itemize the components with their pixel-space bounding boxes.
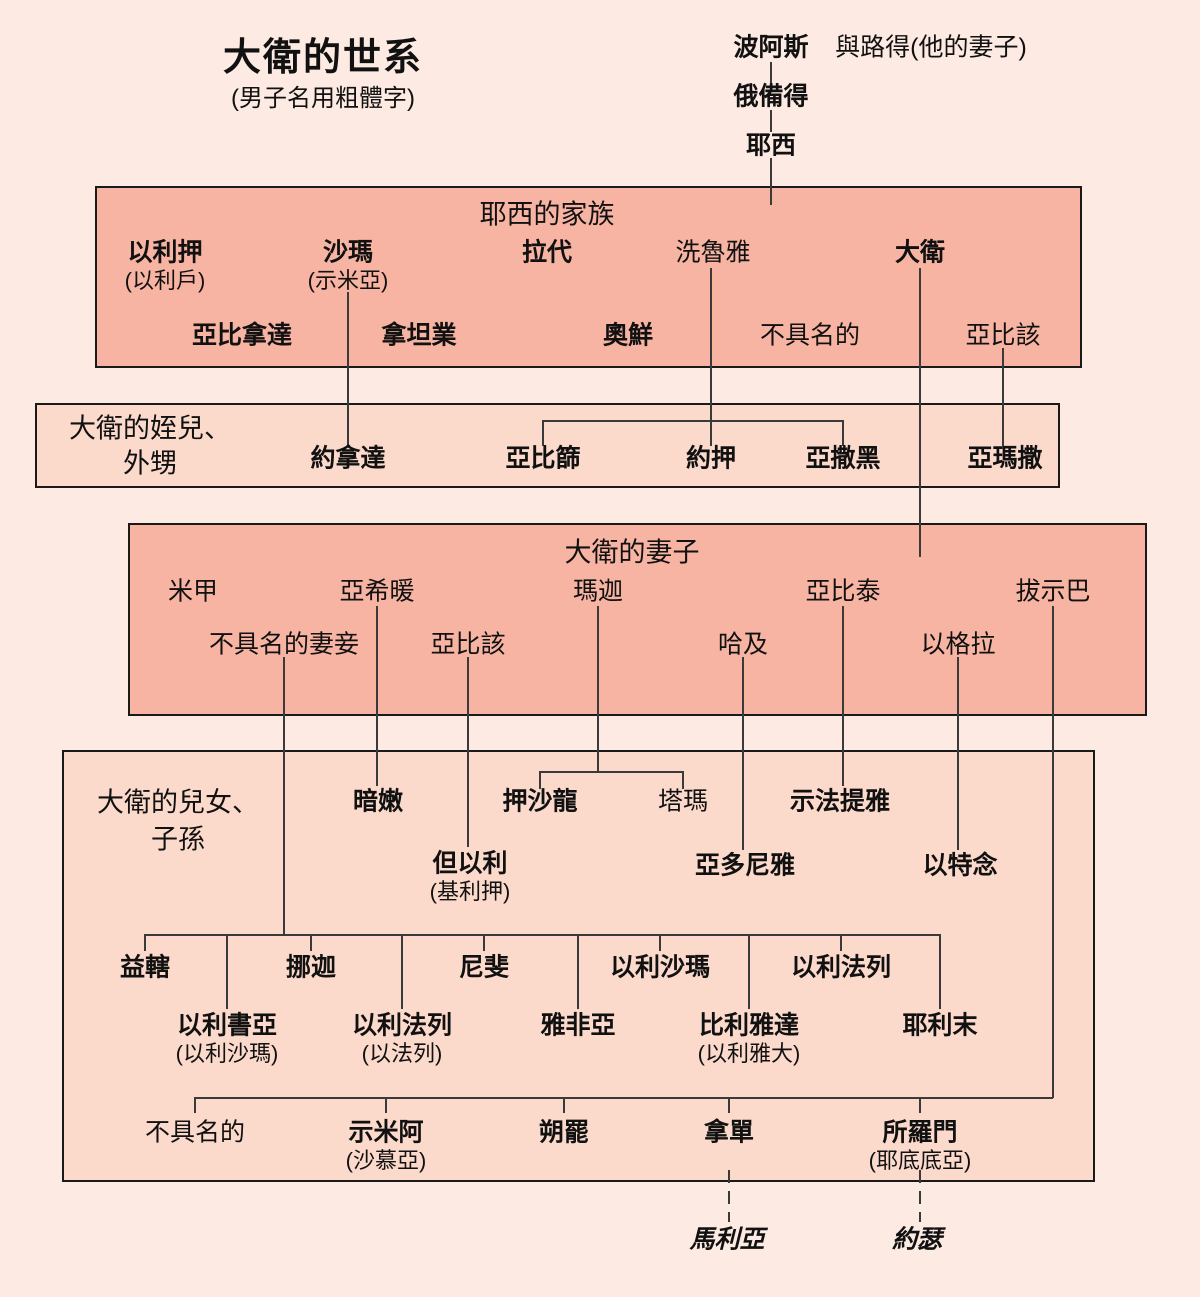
person-ithream: 以特念 xyxy=(922,851,998,880)
children-label-line1: 大衛的兒女、 xyxy=(97,787,259,818)
page-title: 大衛的世系 xyxy=(222,37,424,79)
person-jesse: 耶西 xyxy=(745,131,797,160)
person-unnamed-sibling: 不具名的 xyxy=(759,321,861,350)
jesse-family-header: 耶西的家族 xyxy=(479,199,615,230)
person-eliab: 以利押 xyxy=(127,238,203,267)
person-shobab: 朔罷 xyxy=(538,1118,590,1147)
person-jerimoth: 耶利末 xyxy=(902,1011,978,1040)
person-ibhar: 益轄 xyxy=(119,953,171,982)
person-elpelet: 以利法列 xyxy=(351,1011,453,1040)
person-shammah: 沙瑪 xyxy=(322,238,374,267)
person-daniel-alt: (基利押) xyxy=(429,879,511,904)
person-raddai: 拉代 xyxy=(521,238,573,267)
person-joab: 約押 xyxy=(685,444,737,473)
person-abital: 亞比泰 xyxy=(805,577,881,606)
children-label-line2: 子孫 xyxy=(151,824,205,855)
person-daniel: 但以利 xyxy=(432,849,508,878)
person-joseph: 約瑟 xyxy=(891,1225,943,1254)
nephews-label-line2: 外甥 xyxy=(123,448,177,479)
person-jonadab: 約拿達 xyxy=(310,444,386,473)
person-amnon: 暗嫩 xyxy=(352,787,404,816)
person-david: 大衛 xyxy=(894,238,946,267)
person-elishama: 以利沙瑪 xyxy=(609,953,711,982)
person-maacah: 瑪迦 xyxy=(572,577,624,606)
person-amasa: 亞瑪撒 xyxy=(967,444,1043,473)
person-bathsheba: 拔示巴 xyxy=(1015,577,1091,606)
person-nathan: 拿單 xyxy=(703,1118,755,1147)
person-nepheg: 尼斐 xyxy=(458,953,510,982)
person-shimea: 示米阿 xyxy=(348,1118,424,1147)
person-shephatiah: 示法提雅 xyxy=(789,787,891,816)
ruth-wife-note: 與路得(他的妻子) xyxy=(835,33,1027,62)
person-abinadab: 亞比拿達 xyxy=(191,321,293,350)
person-abigail-wife: 亞比該 xyxy=(430,630,506,659)
person-elpelet-alt: (以法列) xyxy=(361,1041,443,1066)
person-ahinoam: 亞希暖 xyxy=(339,577,415,606)
person-elishua-alt: (以利沙瑪) xyxy=(175,1041,279,1066)
person-ozem: 奧鮮 xyxy=(602,321,654,350)
person-adonijah: 亞多尼雅 xyxy=(694,851,796,880)
person-abishai: 亞比篩 xyxy=(505,444,581,473)
person-abigail-sister: 亞比該 xyxy=(965,321,1041,350)
person-haggith: 哈及 xyxy=(717,630,769,659)
person-shammah-alt: (示米亞) xyxy=(307,268,389,293)
person-nethanel: 拿坦業 xyxy=(381,321,457,350)
wives-header: 大衛的妻子 xyxy=(564,537,700,568)
person-boaz: 波阿斯 xyxy=(733,33,809,62)
page-subtitle: (男子名用粗體字) xyxy=(231,85,415,112)
person-beeliada-alt: (以利雅大) xyxy=(697,1041,801,1066)
person-eliab-alt: (以利戶) xyxy=(124,268,206,293)
person-beeliada: 比利雅達 xyxy=(698,1011,800,1040)
person-solomon: 所羅門 xyxy=(882,1118,958,1147)
person-zeruiah: 洗魯雅 xyxy=(675,238,751,267)
person-solomon-alt: (耶底底亞) xyxy=(868,1148,972,1173)
person-eglah: 以格拉 xyxy=(920,630,996,659)
person-eliphelet: 以利法列 xyxy=(790,953,892,982)
person-tamar: 塔瑪 xyxy=(657,787,709,816)
person-michal: 米甲 xyxy=(167,577,219,606)
person-obed: 俄備得 xyxy=(733,82,809,111)
person-mary: 馬利亞 xyxy=(689,1225,765,1254)
person-absalom: 押沙龍 xyxy=(502,787,578,816)
person-unnamed-wives: 不具名的妻妾 xyxy=(208,630,360,659)
person-japhia: 雅非亞 xyxy=(540,1011,616,1040)
person-shimea-alt: (沙慕亞) xyxy=(345,1148,427,1173)
person-asahel: 亞撒黑 xyxy=(805,444,881,473)
person-unnamed-child: 不具名的 xyxy=(144,1118,246,1147)
person-nogah: 挪迦 xyxy=(285,953,337,982)
nephews-label-line1: 大衛的姪兒、 xyxy=(69,413,231,444)
person-elishua: 以利書亞 xyxy=(176,1011,278,1040)
